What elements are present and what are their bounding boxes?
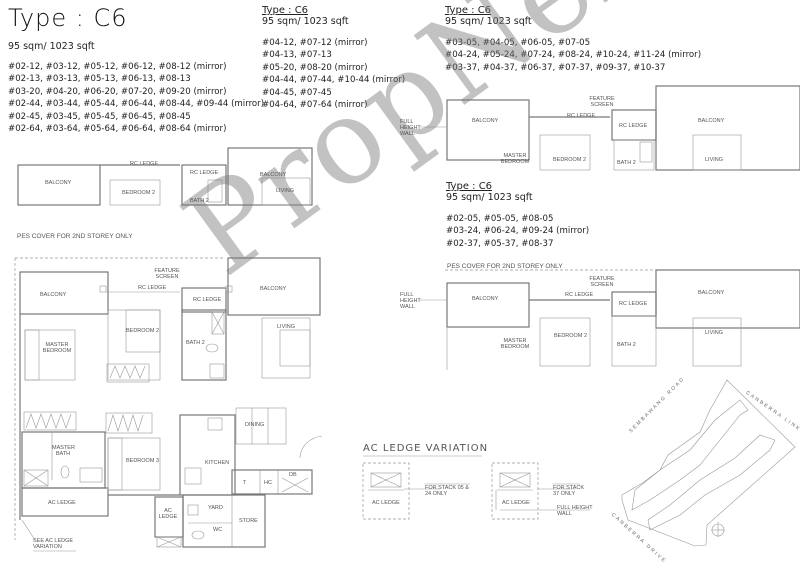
rc-ledge-label: RC LEDGE bbox=[567, 113, 596, 119]
db-label: DB bbox=[289, 472, 297, 478]
living-label: LIVING bbox=[277, 324, 296, 330]
dining-label: DINING bbox=[245, 422, 265, 428]
type-title: Type : C6 bbox=[262, 5, 309, 16]
balcony-label: BALCONY bbox=[698, 290, 725, 296]
balcony-label: BALCONY bbox=[45, 180, 72, 186]
bedroom-2-label: BEDROOM 2 bbox=[554, 333, 588, 339]
stack-37-note: FOR STACK 37 ONLY bbox=[553, 485, 585, 497]
see-ac-ledge-variation-note: SEE AC LEDGE VARIATION bbox=[33, 538, 74, 550]
feature-screen-label: FEATURE SCREEN bbox=[589, 96, 615, 108]
rc-ledge-label: RC LEDGE bbox=[138, 285, 167, 291]
bedroom-2-label: BEDROOM 2 bbox=[122, 190, 156, 196]
unit-line: #02-12, #03-12, #05-12, #06-12, #08-12 (… bbox=[8, 62, 227, 72]
rc-ledge-label: RC LEDGE bbox=[130, 161, 159, 167]
living-label: LIVING bbox=[705, 157, 724, 163]
bath-2-label: BATH 2 bbox=[617, 342, 636, 348]
unit-line: #02-64, #03-64, #05-64, #06-64, #08-64 (… bbox=[8, 124, 227, 135]
unit-line: #04-24, #05-24, #07-24, #08-24, #10-24, … bbox=[445, 50, 702, 61]
bath-2-label: BATH 2 bbox=[190, 198, 209, 204]
partial-plan-right-mid bbox=[420, 269, 800, 370]
bedroom-3-label: BEDROOM 3 bbox=[126, 458, 160, 464]
type-title: Type : C6 bbox=[445, 5, 492, 16]
feature-screen-label: FEATURE SCREEN bbox=[154, 268, 180, 280]
unit-list: #03-05, #04-05, #06-05, #07-05 #04-24, #… bbox=[445, 37, 701, 74]
unit-list: #04-12, #07-12 (mirror) #04-13, #07-13 #… bbox=[262, 37, 405, 111]
unit-line: #02-13, #03-13, #05-13, #06-13, #08-13 bbox=[8, 74, 191, 85]
full-height-wall-label: FULL HEIGHT WALL bbox=[400, 119, 421, 137]
bath-2-label: BATH 2 bbox=[186, 340, 205, 346]
unit-line: #04-12, #07-12 (mirror) bbox=[262, 38, 368, 48]
rc-ledge-label: RC LEDGE bbox=[619, 301, 648, 307]
master-bedroom-label: MASTER BEDROOM bbox=[42, 342, 72, 354]
full-height-wall-label: FULL HEIGHT WALL bbox=[400, 292, 421, 310]
balcony-label: BALCONY bbox=[260, 286, 287, 292]
ac-ledge-label: AC LEDGE bbox=[158, 508, 178, 520]
pes-cover-label: PES COVER FOR 2ND STOREY ONLY bbox=[17, 233, 133, 240]
bath-2-label: BATH 2 bbox=[617, 160, 636, 166]
master-bath-label: MASTER BATH bbox=[52, 445, 75, 457]
master-bedroom-label: MASTER BEDROOM bbox=[500, 153, 530, 165]
unit-line: #05-20, #08-20 (mirror) bbox=[262, 62, 368, 73]
unit-line: #04-13, #07-13 bbox=[262, 50, 332, 61]
wc-label: WC bbox=[213, 527, 223, 533]
site-map bbox=[621, 379, 796, 547]
rc-ledge-label: RC LEDGE bbox=[190, 170, 219, 176]
stack-05-24-note: FOR STACK 05 & 24 ONLY bbox=[425, 485, 469, 497]
unit-info-right-mid: Type : C6 95 sqm/ 1023 sqft #02-05, #05-… bbox=[446, 181, 589, 250]
main-floor-plan bbox=[14, 257, 323, 552]
unit-line: #02-37, #05-37, #08-37 bbox=[446, 238, 554, 249]
unit-line: #02-05, #05-05, #08-05 bbox=[446, 214, 554, 224]
unit-area: 95 sqm/ 1023 sqft bbox=[262, 16, 349, 27]
unit-line: #02-45, #03-45, #05-45, #06-45, #08-45 bbox=[8, 111, 191, 122]
unit-line: #02-44, #03-44, #05-44, #06-44, #08-44, … bbox=[8, 99, 265, 110]
unit-line: #03-20, #04-20, #06-20, #07-20, #09-20 (… bbox=[8, 86, 227, 97]
unit-list: #02-12, #03-12, #05-12, #06-12, #08-12 (… bbox=[8, 61, 264, 135]
unit-line: #04-44, #07-44, #10-44 (mirror) bbox=[262, 75, 406, 86]
rc-ledge-label: RC LEDGE bbox=[193, 297, 222, 303]
master-bedroom-label: MASTER BEDROOM bbox=[500, 338, 530, 350]
ac-ledge-variation-drawing bbox=[362, 455, 590, 520]
ac-ledge-variation-title: AC LEDGE VARIATION bbox=[363, 443, 489, 454]
yard-label: YARD bbox=[208, 505, 223, 511]
ac-ledge-label: AC LEDGE bbox=[372, 500, 400, 506]
ac-ledge-label: AC LEDGE bbox=[502, 500, 530, 506]
unit-line: #03-24, #06-24, #09-24 (mirror) bbox=[446, 226, 590, 237]
bedroom-2-label: BEDROOM 2 bbox=[126, 328, 160, 334]
partial-plan-top-left bbox=[17, 147, 313, 206]
store-label: STORE bbox=[239, 518, 258, 524]
balcony-label: BALCONY bbox=[472, 118, 499, 124]
feature-screen-label: FEATURE SCREEN bbox=[589, 276, 615, 288]
unit-info-main: Type : C6 95 sqm/ 1023 sqft #02-12, #03-… bbox=[8, 4, 264, 135]
pes-cover-label: PES COVER FOR 2ND STOREY ONLY bbox=[447, 263, 563, 270]
type-title: Type : C6 bbox=[446, 181, 493, 192]
ac-ledge-label: AC LEDGE bbox=[48, 500, 76, 506]
rc-ledge-label: RC LEDGE bbox=[565, 292, 594, 298]
unit-area: 95 sqm/ 1023 sqft bbox=[8, 41, 95, 52]
unit-line: #03-05, #04-05, #06-05, #07-05 bbox=[445, 38, 591, 48]
living-label: LIVING bbox=[276, 188, 295, 194]
balcony-label: BALCONY bbox=[40, 292, 67, 298]
full-height-wall-label: FULL HEIGHT WALL bbox=[557, 505, 593, 517]
kitchen-label: KITCHEN bbox=[205, 460, 230, 466]
balcony-label: BALCONY bbox=[698, 118, 725, 124]
balcony-label: BALCONY bbox=[472, 296, 499, 302]
hc-label: HC bbox=[264, 480, 272, 486]
t-label: T bbox=[243, 480, 247, 486]
unit-line: #03-37, #04-37, #06-37, #07-37, #09-37, … bbox=[445, 62, 666, 73]
unit-line: #04-45, #07-45 bbox=[262, 87, 332, 98]
partial-plan-right-top bbox=[420, 85, 800, 171]
bedroom-2-label: BEDROOM 2 bbox=[553, 157, 587, 163]
balcony-label: BALCONY bbox=[260, 172, 287, 178]
unit-list: #02-05, #05-05, #08-05 #03-24, #06-24, #… bbox=[446, 213, 589, 250]
living-label: LIVING bbox=[705, 330, 724, 336]
unit-info-mid: Type : C6 95 sqm/ 1023 sqft #04-12, #07-… bbox=[262, 5, 405, 111]
unit-area: 95 sqm/ 1023 sqft bbox=[445, 16, 532, 27]
unit-info-right-top: Type : C6 95 sqm/ 1023 sqft #03-05, #04-… bbox=[445, 5, 701, 74]
rc-ledge-label: RC LEDGE bbox=[619, 123, 648, 129]
type-title: Type : C6 bbox=[8, 4, 128, 32]
unit-area: 95 sqm/ 1023 sqft bbox=[446, 192, 533, 203]
unit-line: #04-64, #07-64 (mirror) bbox=[262, 100, 368, 111]
